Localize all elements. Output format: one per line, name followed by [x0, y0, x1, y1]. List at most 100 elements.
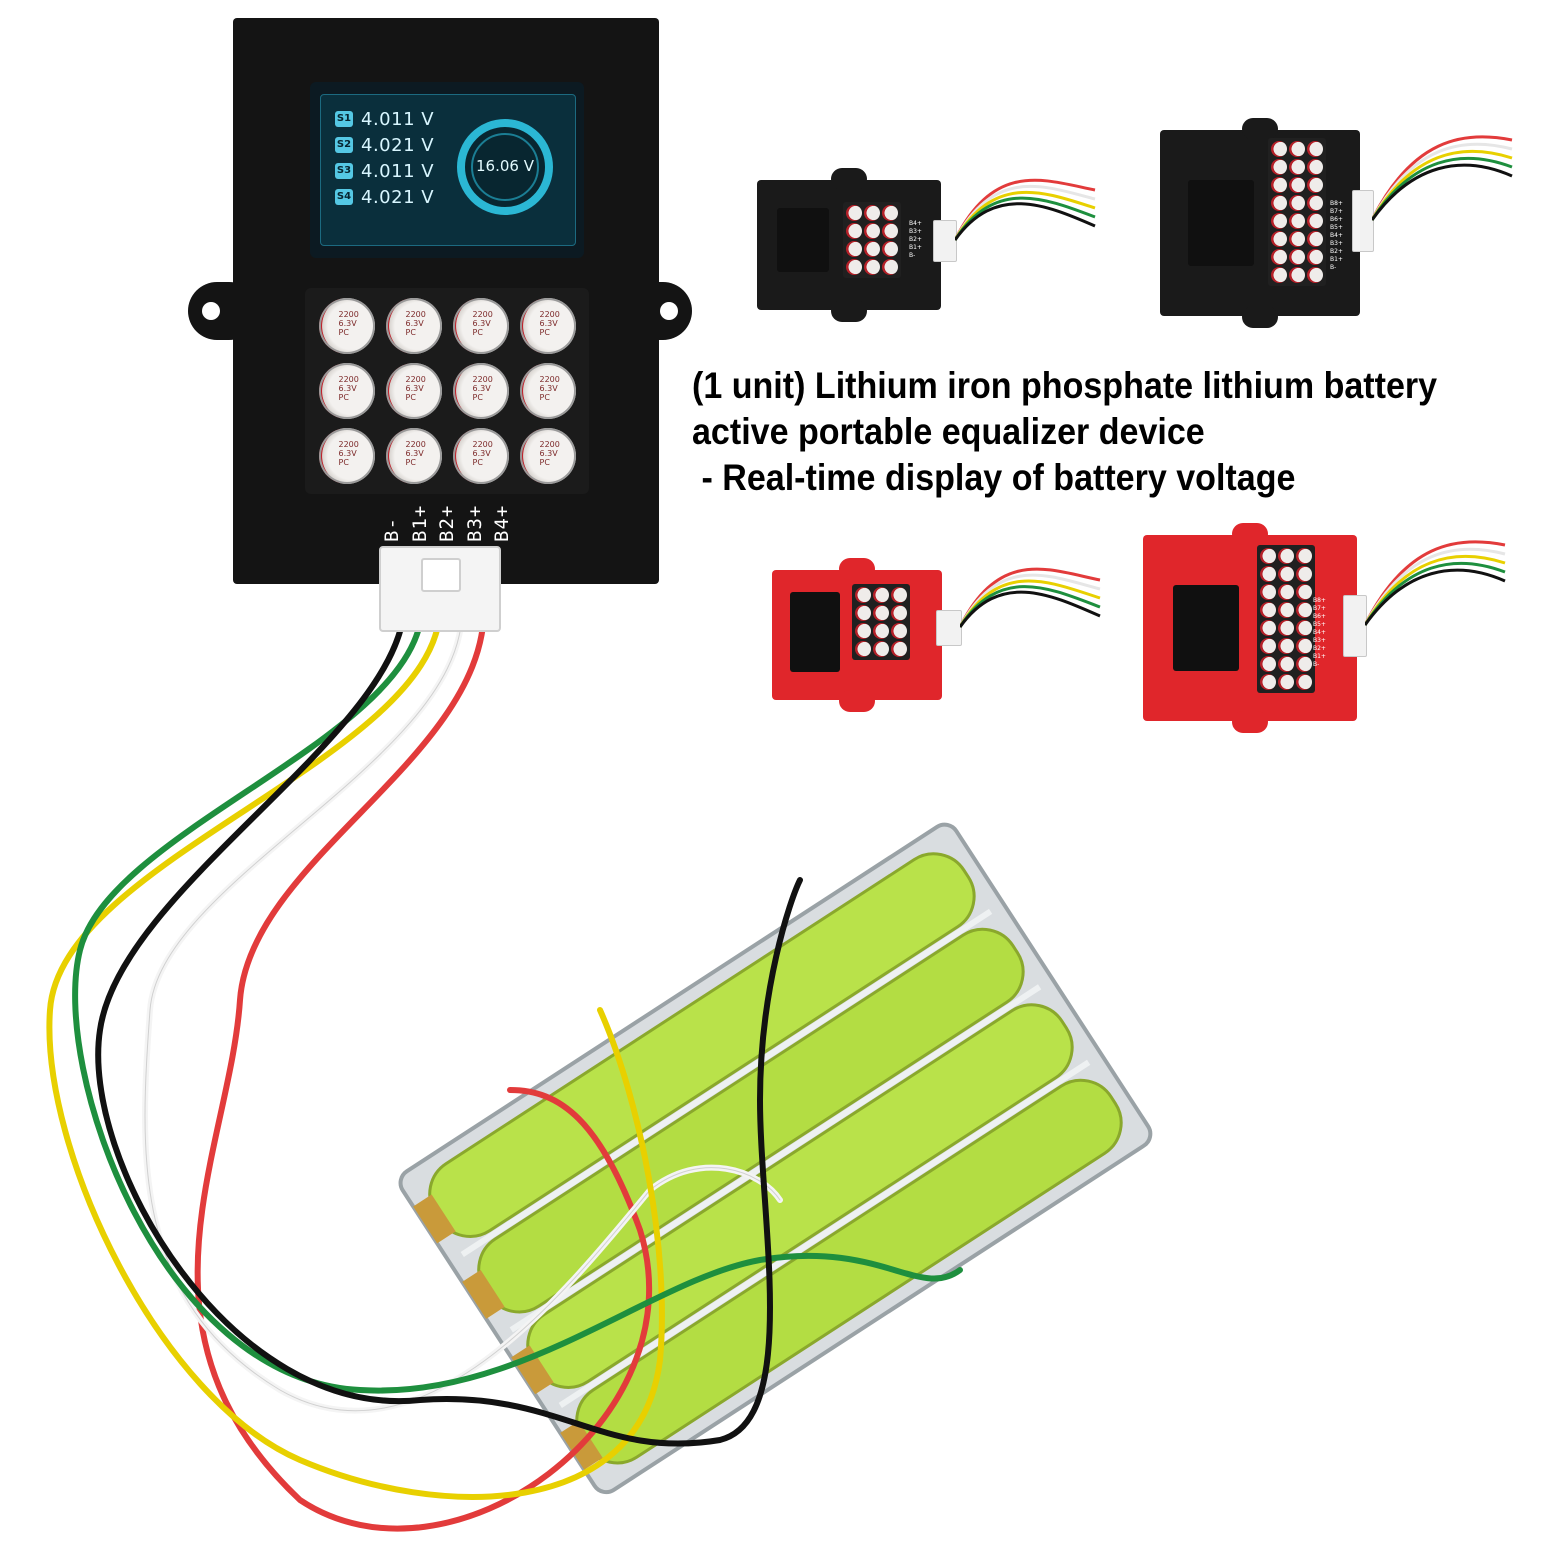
capacitor — [1289, 249, 1305, 265]
capacitor — [1296, 566, 1312, 582]
mounting-hole — [202, 302, 220, 320]
variant-screen — [1173, 585, 1239, 671]
capacitor — [1296, 602, 1312, 618]
pin-label: B1+ — [1313, 653, 1326, 660]
capacitor — [873, 641, 889, 657]
connector-latch — [421, 558, 461, 592]
cell-voltage: 4.021 V — [361, 186, 435, 208]
capacitor-label: PC — [472, 457, 483, 467]
capacitor-label: 2200 — [539, 374, 560, 384]
cell-id: S1 — [335, 111, 353, 127]
capacitor — [1260, 566, 1276, 582]
capacitor — [882, 241, 898, 257]
variant-capacitors — [1268, 138, 1326, 286]
mounting-ear — [831, 300, 867, 322]
headline-line-3: - Real-time display of battery voltage — [692, 457, 1296, 498]
capacitor-label: PC — [405, 392, 416, 402]
capacitor — [882, 205, 898, 221]
lcd-display: S1 4.011 V S2 4.021 V S3 4.011 V S4 4.02… — [310, 82, 584, 258]
pin-label: B2+ — [1313, 645, 1326, 652]
wire — [1365, 568, 1506, 626]
capacitor — [1289, 231, 1305, 247]
wire-red — [194, 609, 653, 1532]
capacitor — [1289, 195, 1305, 211]
capacitor — [1271, 213, 1287, 229]
pin-label: B- — [1330, 264, 1337, 271]
pin-label: B1+ — [909, 244, 922, 251]
capacitor — [873, 623, 889, 639]
cell-voltage: 4.011 V — [361, 108, 435, 130]
capacitor-label: 6.3V — [338, 383, 357, 393]
pin-label: B3+ — [1330, 240, 1343, 247]
mounting-ear — [1242, 306, 1278, 328]
capacitor — [1271, 267, 1287, 283]
variant-screen — [777, 208, 829, 272]
capacitor-label: 6.3V — [338, 319, 357, 329]
pin-label: B- — [909, 252, 916, 259]
capacitor — [1307, 177, 1323, 193]
pin-label: B1+ — [408, 504, 431, 542]
pin-label: B7+ — [1313, 605, 1326, 612]
capacitor-label: 2200 — [405, 310, 426, 320]
capacitor — [882, 223, 898, 239]
battery-pack — [398, 822, 1153, 1495]
capacitor — [1260, 548, 1276, 564]
pin-label: B2+ — [1330, 248, 1343, 255]
capacitor — [855, 605, 871, 621]
variant-wires — [960, 567, 1101, 628]
capacitor-label: PC — [539, 392, 550, 402]
capacitor — [1307, 231, 1323, 247]
capacitor — [855, 623, 871, 639]
variant-connector — [936, 610, 962, 646]
variant-connector — [933, 220, 957, 262]
capacitor — [891, 587, 907, 603]
wire — [960, 590, 1101, 628]
variant-screen — [1188, 180, 1254, 266]
headline-line-1: (1 unit) Lithium iron phosphate lithium … — [692, 365, 1438, 406]
wire-green — [72, 609, 963, 1394]
mounting-ear — [1232, 523, 1268, 545]
capacitor-label: 2200 — [405, 374, 426, 384]
capacitor — [1260, 656, 1276, 672]
capacitor — [1271, 177, 1287, 193]
capacitor — [1296, 638, 1312, 654]
capacitor-label: 6.3V — [539, 448, 558, 458]
wire — [955, 202, 1096, 241]
capacitor — [1260, 638, 1276, 654]
variant-connector — [1352, 190, 1374, 252]
capacitor — [1296, 656, 1312, 672]
wire — [1372, 163, 1513, 221]
cell-reading-s2: S2 4.021 V — [335, 135, 434, 156]
pin-label: B- — [1313, 661, 1320, 668]
cell-reading-s1: S1 4.011 V — [335, 108, 435, 130]
variant-connector — [1343, 595, 1367, 657]
pin-label: B4+ — [1313, 629, 1326, 636]
pin-label: B3+ — [463, 504, 486, 542]
pin-label: B8+ — [1313, 597, 1326, 604]
variant-wires — [1365, 540, 1506, 626]
capacitor — [1271, 231, 1287, 247]
capacitor — [1296, 620, 1312, 636]
mounting-ear — [839, 558, 875, 580]
wire-black — [95, 609, 803, 1447]
capacitor — [1296, 584, 1312, 600]
capacitor — [855, 641, 871, 657]
pin-label: B7+ — [1330, 208, 1343, 215]
capacitor-label: 2200 — [338, 439, 359, 449]
pin-label: B3+ — [1313, 637, 1326, 644]
capacitor-label: 6.3V — [405, 319, 424, 329]
capacitor — [1307, 141, 1323, 157]
pin-label: B4+ — [491, 504, 513, 542]
capacitor-label: PC — [405, 328, 416, 338]
capacitor — [846, 223, 862, 239]
gauge-ring — [471, 133, 539, 201]
battery-cell-1 — [413, 852, 976, 1244]
capacitor — [1289, 213, 1305, 229]
capacitor — [1278, 602, 1294, 618]
